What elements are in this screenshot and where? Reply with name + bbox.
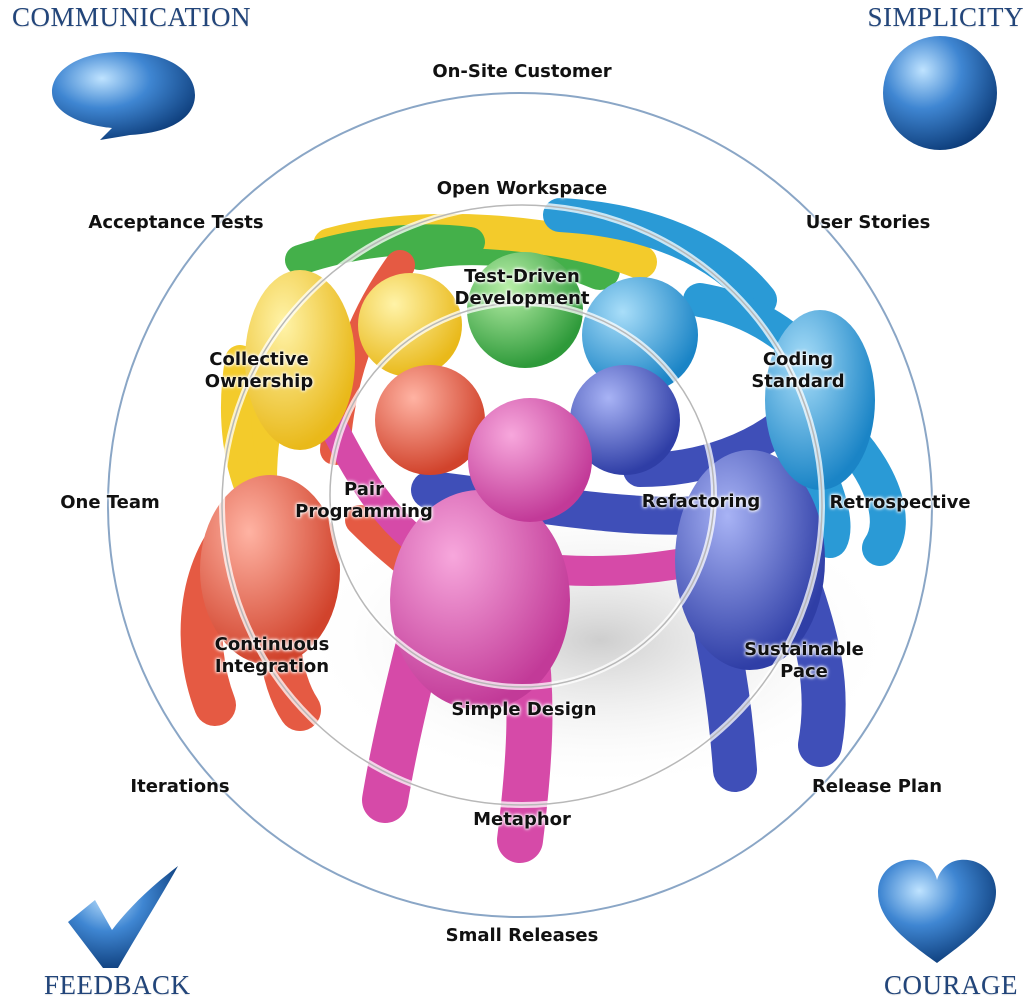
practice-retrospective: Retrospective [829, 492, 971, 513]
yellow-head [358, 273, 462, 377]
green-head [467, 252, 583, 368]
practice-release-plan: Release Plan [811, 776, 943, 797]
practice-small-releases: Small Releases [445, 925, 599, 946]
inner-ring-edge [329, 302, 715, 688]
outer-ring [107, 92, 933, 918]
practice-coding-standard: Coding Standard [751, 349, 845, 392]
heart-icon [878, 859, 996, 963]
practice-one-team: One Team [60, 492, 160, 513]
sphere-icon [883, 36, 997, 150]
practice-refactoring: Refactoring [641, 491, 761, 512]
practice-user-stories: User Stories [805, 212, 931, 233]
practice-open-workspace: Open Workspace [436, 178, 608, 199]
checkmark-icon [68, 866, 178, 968]
middle-ring-edge [221, 204, 823, 806]
yellow-torso [245, 270, 355, 450]
practice-acceptance-tests: Acceptance Tests [88, 212, 264, 233]
blue-head [570, 365, 680, 475]
practice-simple-design: Simple Design [451, 699, 597, 720]
magenta-torso [390, 490, 570, 710]
cyan-arm [543, 198, 777, 317]
team-heads [200, 252, 875, 710]
practice-sustainable-pace: Sustainable Pace [744, 639, 864, 682]
practice-metaphor: Metaphor [473, 809, 571, 830]
speech-bubble-icon [52, 52, 195, 140]
practice-continuous-integration: Continuous Integration [214, 634, 330, 677]
red-torso [200, 475, 340, 665]
practice-iterations: Iterations [130, 776, 230, 797]
value-simplicity: SIMPLICITY [867, 2, 1024, 32]
value-feedback: FEEDBACK [44, 970, 191, 1000]
practice-on-site-customer: On-Site Customer [432, 61, 612, 82]
value-communication: COMMUNICATION [12, 2, 252, 32]
cyan-torso [765, 310, 875, 490]
red-head [375, 365, 485, 475]
value-courage: COURAGE [883, 970, 1018, 1000]
practice-test-driven-development: Test-Driven Development [454, 266, 590, 309]
practice-pair-programming: Pair Programming [295, 479, 433, 522]
cyan-head [582, 277, 698, 393]
magenta-head [468, 398, 592, 522]
green-arm [285, 224, 485, 275]
practice-collective-ownership: Collective Ownership [204, 349, 314, 392]
